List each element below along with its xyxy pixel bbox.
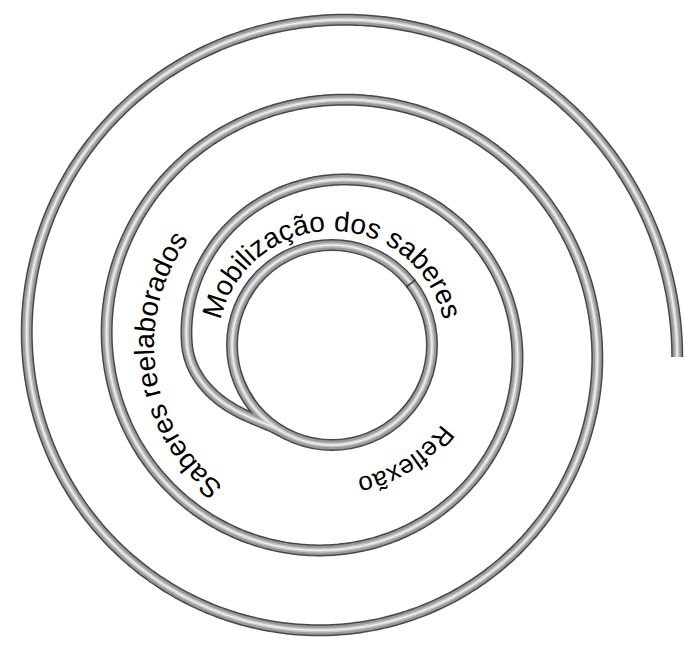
inner-ring [232,245,432,445]
spiral-path [27,20,677,631]
spiral-label: Reflexão [356,420,461,501]
spiral-path [27,20,677,631]
label-path-text: Reflexão [356,420,461,501]
spiral-label: Mobilização dos saberes [196,206,467,322]
spiral-path [27,20,677,631]
label-path-text: Mobilização dos saberes [196,206,467,322]
spiral-path [27,20,677,631]
spiral-label: Saberes reelaborados [129,225,227,505]
label-path-text: Saberes reelaborados [129,225,227,505]
inner-ring [232,245,432,445]
spiral-tube [27,20,677,631]
tube-joint [406,280,415,287]
inner-ring [232,245,432,445]
inner-ring [232,245,432,445]
